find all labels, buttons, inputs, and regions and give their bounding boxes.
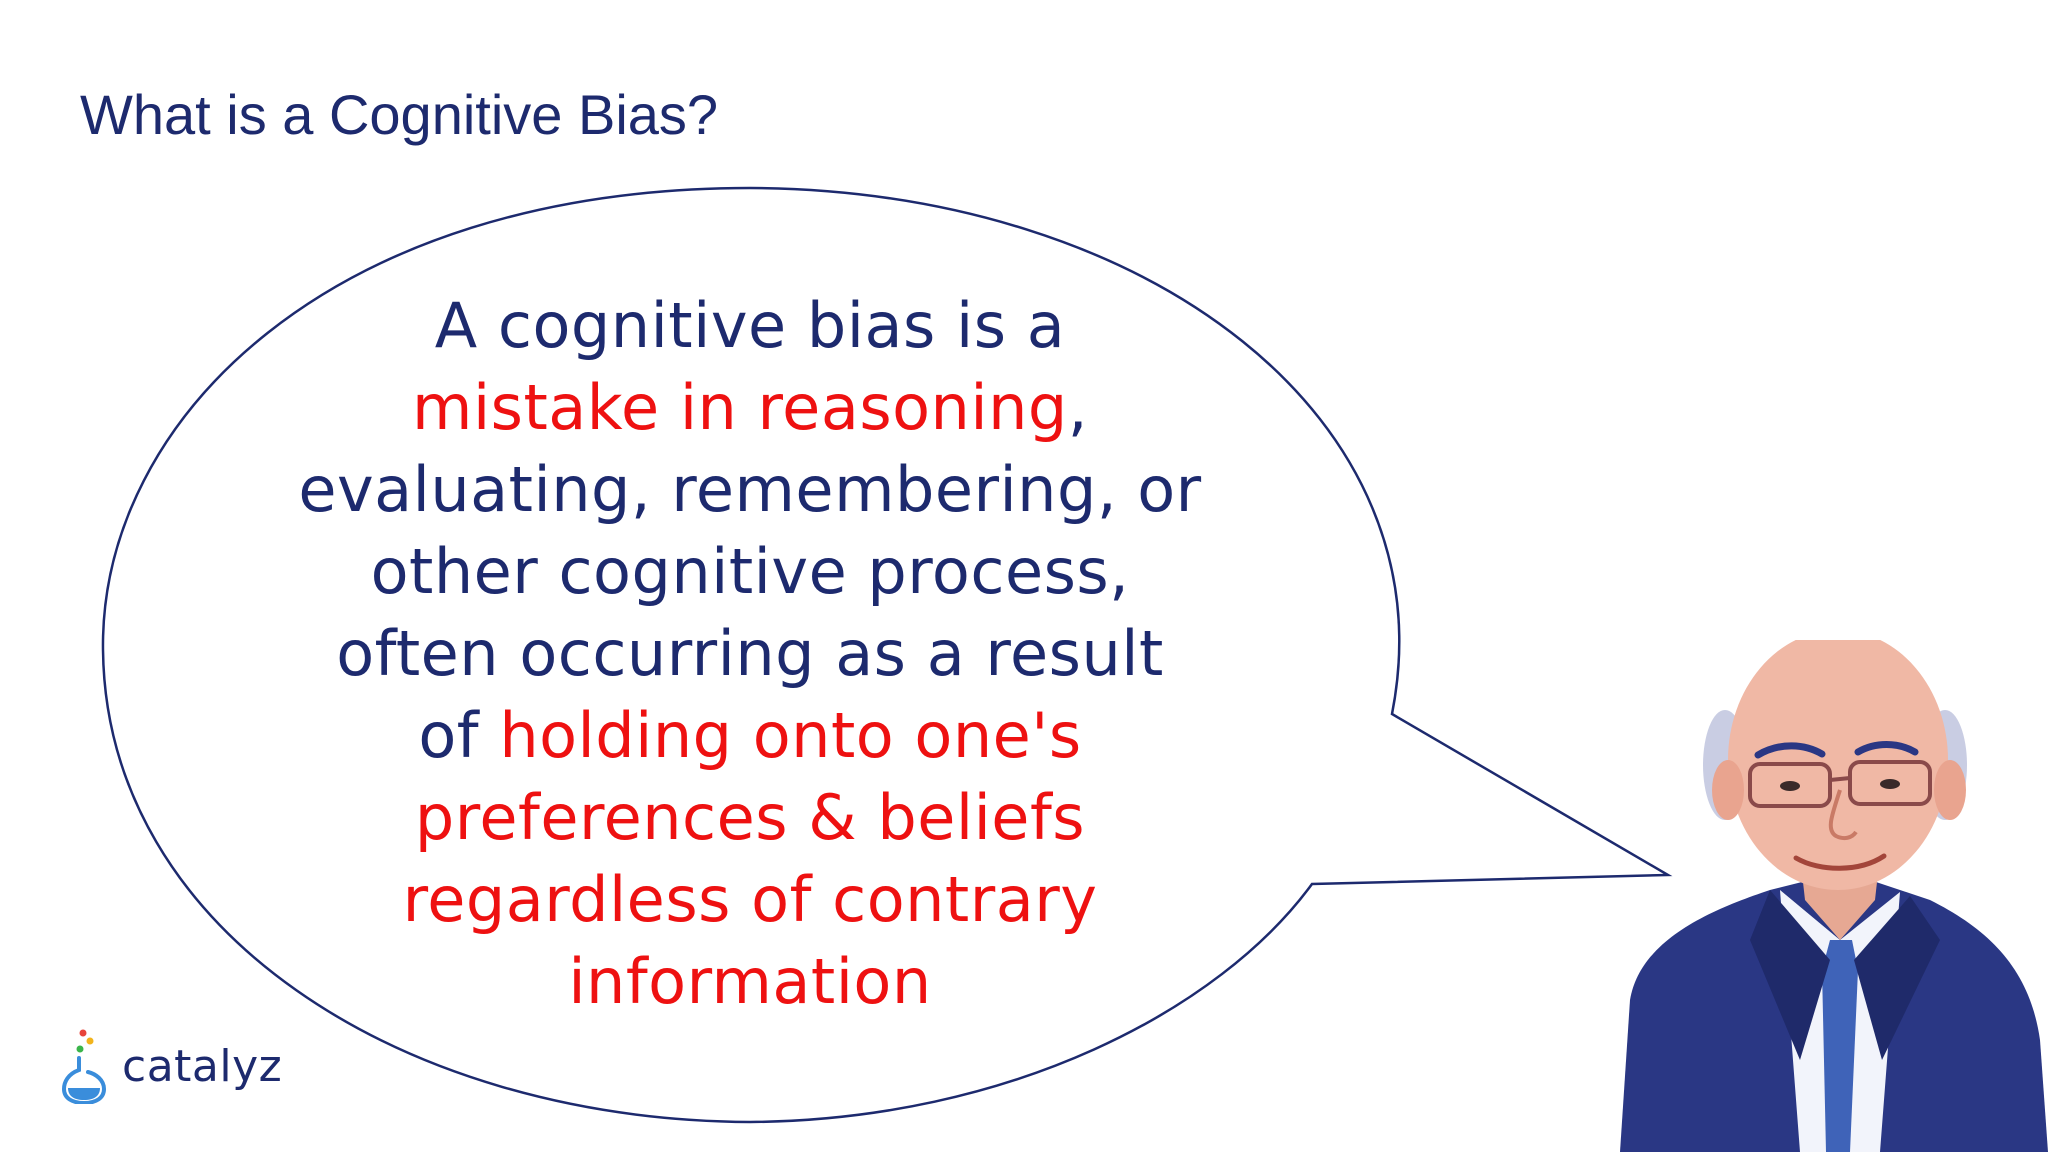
logo-text: catalyz [122, 1040, 283, 1092]
quote-highlight-text: regardless of contrary [402, 863, 1098, 936]
quote-line: regardless of contrary [270, 859, 1230, 941]
flask-icon [62, 1029, 107, 1104]
quote-line: of holding onto one's [270, 695, 1230, 777]
quote-highlight-text: preferences & beliefs [414, 781, 1086, 854]
slide-title: What is a Cognitive Bias? [80, 83, 719, 146]
quote-line: preferences & beliefs [270, 777, 1230, 859]
quote-text: of [418, 699, 500, 772]
quote-line: evaluating, remembering, or [270, 449, 1230, 531]
quote-highlight-text: information [568, 945, 932, 1018]
elderly-man-portrait-icon [1620, 640, 2048, 1152]
quote-highlight-text: mistake in reasoning [412, 371, 1068, 444]
quote-text: other cognitive process, [370, 535, 1130, 608]
quote-text: evaluating, remembering, or [298, 453, 1202, 526]
quote-text: A cognitive bias is a [434, 289, 1066, 362]
catalyz-logo: catalyz [62, 1028, 282, 1104]
quote-text: often occurring as a result [336, 617, 1164, 690]
quote-line: other cognitive process, [270, 531, 1230, 613]
quote-line: information [270, 941, 1230, 1023]
quote-line: often occurring as a result [270, 613, 1230, 695]
quote-highlight-text: holding onto one's [499, 699, 1082, 772]
quote-text: , [1067, 371, 1088, 444]
quote-line: A cognitive bias is a [270, 285, 1230, 367]
quote-line: mistake in reasoning, [270, 367, 1230, 449]
